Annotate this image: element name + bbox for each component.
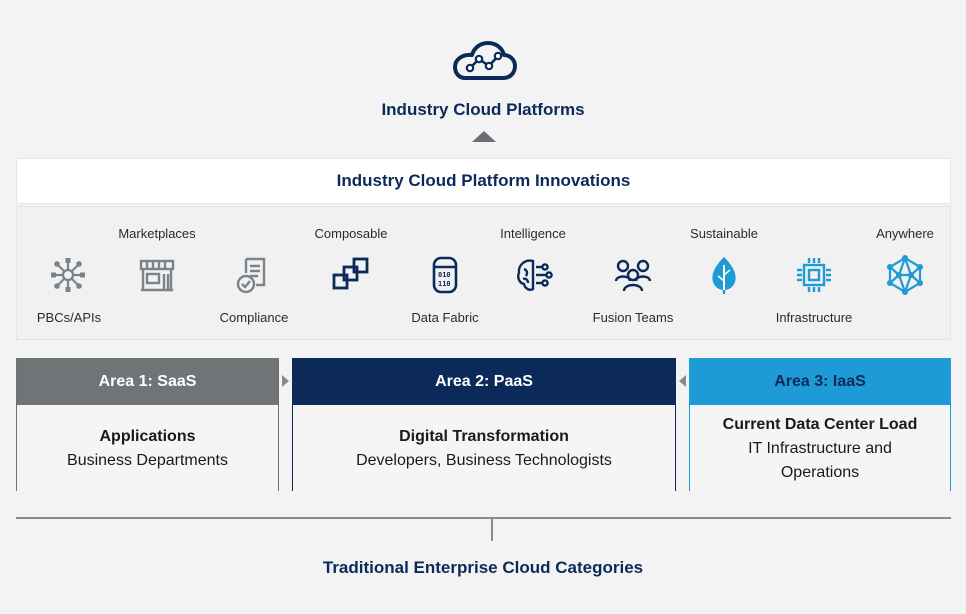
team-icon <box>614 259 652 292</box>
innovation-label-marketplaces: Marketplaces <box>118 226 196 241</box>
innovation-label-data-fabric: Data Fabric <box>411 310 479 325</box>
innovations-title: Industry Cloud Platform Innovations <box>16 158 951 204</box>
area-2-paas: Area 2: PaaS Digital Transformation Deve… <box>292 358 676 492</box>
innovation-label-compliance: Compliance <box>219 310 289 325</box>
innovation-label-intelligence: Intelligence <box>500 226 566 241</box>
area-2-title: Digital Transformation <box>399 427 569 445</box>
innovation-label-sustainable: Sustainable <box>690 226 758 241</box>
area-2-body: Digital Transformation Developers, Busin… <box>293 405 675 492</box>
innovation-label-composable: Composable <box>314 226 388 241</box>
area-3-body: Current Data Center Load IT Infrastructu… <box>690 405 950 492</box>
svg-text:010: 010 <box>438 271 451 279</box>
svg-text:110: 110 <box>438 280 451 288</box>
area-2-header: Area 2: PaaS <box>293 359 675 405</box>
industry-cloud-platforms-title: Industry Cloud Platforms <box>381 100 585 119</box>
database-icon: 010 110 <box>432 256 458 294</box>
area-1-header: Area 1: SaaS <box>17 359 278 405</box>
base-connector <box>491 519 493 541</box>
cloud-network-icon <box>453 41 517 80</box>
area-1-body: Applications Business Departments <box>17 405 278 492</box>
api-hub-icon <box>51 258 85 292</box>
innovation-label-pbcs-apis: PBCs/APIs <box>36 310 102 325</box>
innovation-label-infrastructure: Infrastructure <box>775 310 853 325</box>
innovations-panel: PBCs/APIs Marketplaces Compliance Compos… <box>16 206 951 340</box>
arrow-right-icon <box>282 375 289 387</box>
area-3-title: Current Data Center Load <box>722 415 918 433</box>
chip-icon <box>797 258 831 292</box>
area-3-subtitle: IT Infrastructure and Operations <box>748 439 892 481</box>
traditional-categories-title: Traditional Enterprise Cloud Categories <box>322 558 644 577</box>
area-2-subtitle: Developers, Business Technologists <box>356 451 612 469</box>
area-1-title: Applications <box>99 427 196 445</box>
area-3-header: Area 3: IaaS <box>690 359 950 405</box>
innovation-label-fusion-teams: Fusion Teams <box>592 310 674 325</box>
ai-brain-icon <box>517 259 553 291</box>
area-3-iaas: Area 3: IaaS Current Data Center Load IT… <box>689 358 951 492</box>
storefront-icon <box>139 259 175 292</box>
leaf-icon <box>712 257 736 294</box>
network-mesh-icon <box>887 255 923 295</box>
stacked-squares-icon <box>332 257 369 290</box>
arrow-left-icon <box>679 375 686 387</box>
up-arrow-icon <box>472 131 496 142</box>
innovation-label-anywhere: Anywhere <box>876 226 934 241</box>
document-check-icon <box>236 257 266 294</box>
base-divider <box>16 517 951 519</box>
area-1-subtitle: Business Departments <box>67 451 228 469</box>
area-1-saas: Area 1: SaaS Applications Business Depar… <box>16 358 279 492</box>
